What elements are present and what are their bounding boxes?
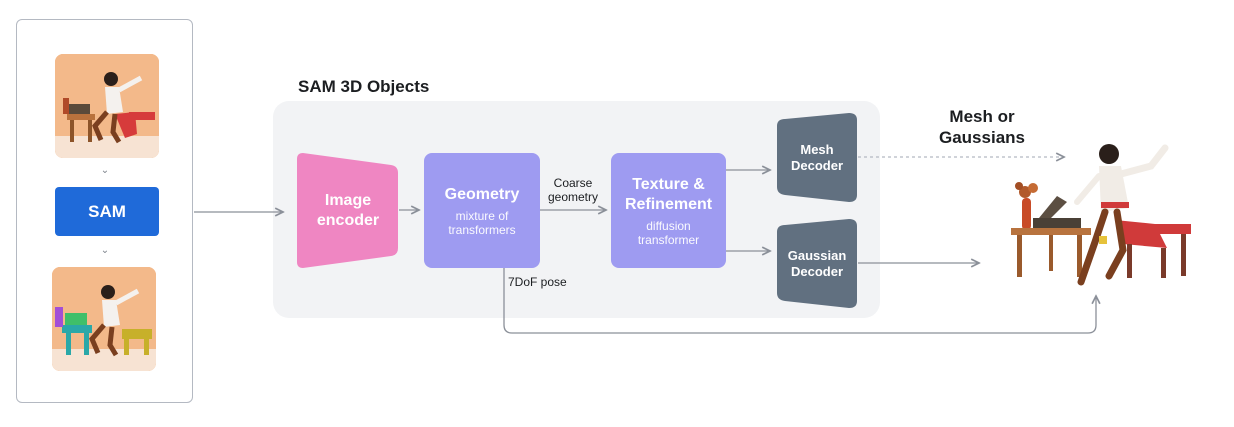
texture-refinement-block: Texture & Refinement diffusion transform…: [611, 153, 726, 268]
image-encoder-label: Image encoder: [316, 191, 380, 229]
image-encoder-shape: [297, 153, 398, 268]
segmented-photo: [52, 267, 156, 371]
arrow-pose-to-output: [503, 268, 1096, 334]
chevron-down-icon: ⌄: [100, 165, 110, 176]
image-encoder-block: Image encoder: [297, 153, 399, 268]
mesh-decoder-shape: [777, 113, 857, 202]
geometry-title: Geometry: [444, 185, 520, 203]
gaussian-decoder-shape: [777, 219, 857, 308]
texture-title: Texture & Refinement: [624, 175, 713, 213]
segmented-photo-illustration: [52, 267, 156, 371]
input-photo: [55, 54, 159, 158]
pose-label: 7DoF pose: [508, 275, 567, 289]
stage-title: SAM 3D Objects: [298, 77, 430, 96]
sam-label: SAM: [88, 201, 126, 221]
texture-subtitle: diffusion transformer: [637, 218, 700, 247]
gaussian-decoder-label: Gaussian Decoder: [787, 247, 847, 279]
output-3d-render: [1011, 144, 1191, 286]
mesh-decoder-block: Mesh Decoder: [777, 113, 857, 202]
geometry-block: Geometry mixture of transformers: [424, 153, 540, 268]
gaussian-decoder-block: Gaussian Decoder: [777, 219, 857, 308]
input-panel: [16, 19, 193, 403]
output-title: Mesh or Gaussians: [939, 107, 1025, 147]
input-photo-illustration: [55, 54, 159, 158]
sam-block: SAM: [55, 187, 159, 236]
mesh-decoder-label: Mesh Decoder: [790, 141, 844, 173]
chevron-down-icon: ⌄: [100, 245, 110, 256]
coarse-geometry-label: Coarse geometry: [547, 176, 599, 204]
geometry-subtitle: mixture of transformers: [448, 208, 516, 237]
